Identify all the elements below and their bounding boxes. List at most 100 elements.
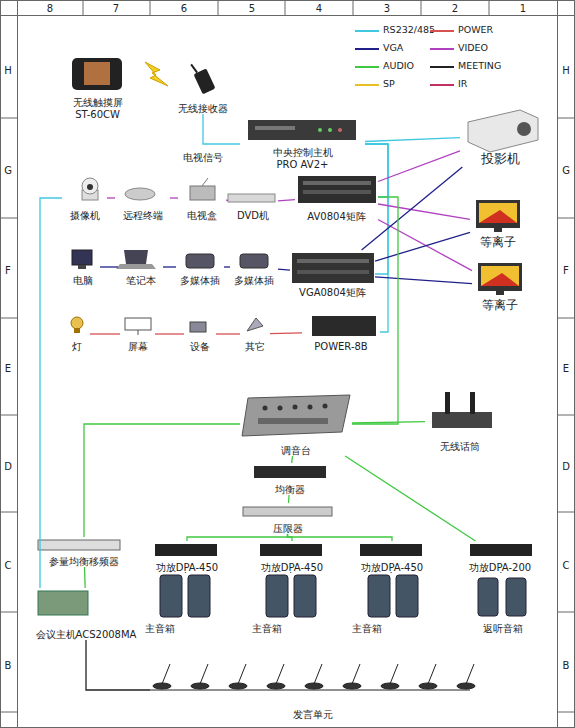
signal-connector: [224, 266, 230, 267]
socket-icon: [240, 254, 268, 268]
lamp-icon: [71, 317, 83, 333]
signal-connector: [216, 333, 240, 334]
signal-connector: [345, 456, 475, 541]
grid-reference: G: [4, 165, 12, 176]
legend-text: POWER: [458, 24, 493, 35]
device-node: AV0804矩阵: [295, 172, 378, 222]
node-caption: 功放DPA-450: [361, 562, 423, 574]
tv-box-icon: [190, 178, 215, 200]
delegate-mic-icons: [150, 664, 475, 690]
meeting-host-icon: [38, 591, 88, 615]
device-node: 均衡器: [250, 463, 330, 495]
speaker-icon: [160, 575, 526, 617]
signal-connector: [378, 204, 470, 219]
legend-text: VGA: [383, 42, 403, 53]
grid-reference: D: [4, 461, 12, 472]
signal-connector: [170, 197, 178, 198]
touch-screen-icon: [72, 58, 122, 90]
signal-connector: [187, 534, 288, 541]
signal-connector: [375, 232, 470, 261]
node-caption: 设备: [190, 341, 210, 353]
node-caption: 均衡器: [275, 484, 305, 496]
screen-icon: [125, 318, 151, 335]
legend-text: AUDIO: [383, 60, 414, 71]
node-caption: 等离子: [480, 236, 516, 250]
grid-reference: E: [5, 363, 11, 374]
legend-swatch: [355, 30, 379, 32]
signal-connector: [288, 495, 290, 503]
plasma-icon: [478, 263, 522, 295]
node-caption: 压限器: [273, 523, 303, 535]
node-caption: POWER-8B: [314, 341, 367, 353]
signal-connector: [155, 333, 184, 334]
socket-icon: [186, 254, 214, 268]
signal-connector: [84, 567, 86, 588]
grid-reference: 8: [47, 3, 53, 14]
compressor-icon: [243, 507, 332, 516]
device-node: 参量均衡移频器: [34, 537, 134, 567]
node-caption: 主音箱: [252, 623, 282, 635]
computer-icon: [72, 250, 92, 269]
dvd-icon: [228, 194, 275, 202]
node-caption: 投影机: [481, 152, 520, 167]
grid-reference: C: [563, 560, 570, 571]
device-node: 会议主机ACS2008MA: [30, 588, 142, 640]
signal-connector: [270, 332, 302, 334]
node-caption: AV0804矩阵: [307, 211, 366, 223]
laptop-icon: [116, 250, 156, 269]
signal-connector: [378, 220, 472, 271]
node-caption: 功放DPA-450: [261, 562, 323, 574]
device-node: 等离子: [470, 198, 525, 250]
signal-connector: [378, 151, 460, 182]
signal-connector: [278, 269, 290, 270]
device-node: VGA0804矩阵: [290, 250, 375, 298]
wireless-mic-icon: [432, 392, 492, 428]
node-caption: 主音箱: [352, 623, 382, 635]
device-node: 电脑: [65, 248, 100, 286]
device-node: 其它: [240, 316, 270, 352]
signal-connector: [288, 534, 393, 541]
node-caption: 等离子: [482, 299, 518, 313]
grid-reference: 6: [181, 3, 187, 14]
node-caption: 屏幕: [128, 341, 148, 353]
signal-connector: [84, 424, 240, 537]
signal-connector: [203, 114, 240, 144]
power-unit-icon: [312, 316, 376, 336]
signal-connector: [100, 266, 118, 267]
signal-connector: [163, 266, 176, 267]
legend-swatch: [430, 66, 454, 68]
node-caption: 参量均衡移频器: [49, 556, 119, 568]
legend-swatch: [430, 30, 454, 32]
grid-reference: 7: [113, 3, 119, 14]
grid-reference: B: [563, 660, 570, 671]
signal-connector: [362, 167, 463, 250]
device-node: 主音箱: [252, 572, 324, 634]
node-caption: 摄像机: [70, 210, 100, 222]
signal-connector: [352, 422, 425, 423]
node-caption: 多媒体插: [234, 275, 274, 287]
node-caption: 功放DPA-200: [469, 562, 531, 574]
other-icon: [247, 318, 263, 331]
device-node: 调音台: [240, 392, 352, 456]
grid-reference: F: [563, 265, 569, 276]
grid-reference: 1: [520, 3, 526, 14]
node-caption: 会议主机ACS2008MA: [36, 629, 137, 641]
device-node: 发言单元: [150, 660, 475, 720]
legend-text: VIDEO: [458, 42, 488, 53]
device-node: 等离子: [472, 258, 527, 313]
node-caption: 电脑: [73, 275, 93, 287]
device-node: 功放DPA-450: [151, 541, 223, 573]
legend-swatch: [355, 66, 379, 68]
equalizer-icon: [254, 466, 326, 478]
device-node: 功放DPA-450: [356, 541, 428, 573]
signal-label: 电视信号: [183, 151, 223, 165]
legend-text: IR: [458, 78, 467, 89]
legend-text: SP: [383, 78, 395, 89]
plasma-icon: [476, 200, 520, 232]
node-caption: DVD机: [237, 210, 269, 222]
device-node: 功放DPA-450: [256, 541, 328, 573]
device-node: 无线接收器: [168, 62, 238, 114]
